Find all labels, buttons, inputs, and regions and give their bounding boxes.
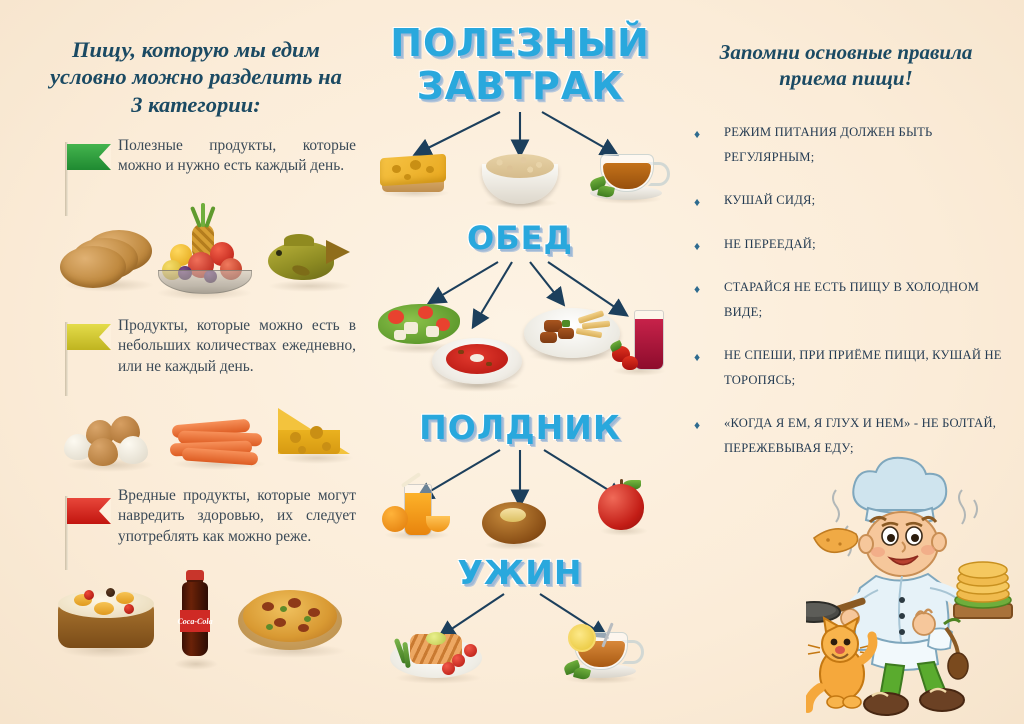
- borscht-soup-image: [432, 330, 524, 392]
- orange-juice-image: [382, 472, 454, 540]
- rule-text: СТАРАЙСЯ НЕ ЕСТЬ ПИЩУ В ХОЛОДНОМ ВИДЕ;: [724, 280, 980, 319]
- fish-image: [262, 232, 358, 292]
- cheese-wedge-image: [278, 404, 358, 466]
- rule-text: «КОГДА Я ЕМ, Я ГЛУХ И НЕМ» - НЕ БОЛТАЙ, …: [724, 416, 997, 455]
- cola-bottle-image: Coca-Cola: [172, 566, 220, 672]
- category-2-text: Продукты, которые можно есть в небольших…: [118, 317, 356, 375]
- bullet-diamond-icon: ♦: [694, 195, 701, 210]
- rule-text: НЕ ПЕРЕЕДАЙ;: [724, 236, 816, 251]
- rule-item: ♦ НЕ СПЕШИ, ПРИ ПРИЁМЕ ПИЩИ, КУШАЙ НЕ ТО…: [678, 343, 1018, 392]
- meal-title-lunch: ОБЕД: [467, 219, 573, 257]
- flag-pole: [65, 322, 68, 396]
- flag-pole: [65, 496, 68, 570]
- rule-item: ♦ СТАРАЙСЯ НЕ ЕСТЬ ПИЩУ В ХОЛОДНОМ ВИДЕ;: [678, 275, 1018, 324]
- middle-column: ПОЛЕЗНЫЙ ЗАВТРАК ОБЕД ПОЛДНИК УЖИН: [372, 0, 670, 724]
- flag-pole: [65, 142, 68, 216]
- left-heading: Пищу, которую мы едим условно можно разд…: [50, 37, 342, 117]
- chef-mascot-illustration: [806, 452, 1022, 720]
- rule-item: ♦ «КОГДА Я ЕМ, Я ГЛУХ И НЕМ» - НЕ БОЛТАЙ…: [678, 411, 1018, 460]
- bullet-diamond-icon: ♦: [694, 127, 701, 141]
- salad-image: [378, 296, 460, 354]
- flag-banner: [67, 144, 111, 170]
- cake-image: [58, 580, 154, 660]
- rule-text: НЕ СПЕШИ, ПРИ ПРИЁМЕ ПИЩИ, КУШАЙ НЕ ТОРО…: [724, 348, 1002, 387]
- flag-banner: [67, 498, 111, 524]
- rule-text: РЕЖИМ ПИТАНИЯ ДОЛЖЕН БЫТЬ РЕГУЛЯРНЫМ;: [724, 125, 933, 164]
- bullet-diamond-icon: ♦: [694, 282, 701, 297]
- sausages-image: [168, 416, 272, 470]
- lemon-tea-image: [560, 622, 646, 684]
- pizza-image: [238, 584, 350, 658]
- red-flag: [52, 492, 112, 570]
- green-flag: [52, 138, 112, 216]
- rule-text: КУШАЙ СИДЯ;: [724, 193, 816, 208]
- fruit-bowl-image: [148, 203, 258, 300]
- bread-loaves-image: [60, 228, 156, 294]
- meal-title-snack: ПОЛДНИК: [419, 408, 621, 447]
- eggs-image: [62, 412, 158, 472]
- bullet-diamond-icon: ♦: [694, 418, 701, 433]
- flag-banner: [67, 324, 111, 350]
- cheese-sandwich-image: [380, 150, 450, 198]
- meal-title-dinner: УЖИН: [457, 553, 583, 592]
- rule-item: ♦ РЕЖИМ ПИТАНИЯ ДОЛЖЕН БЫТЬ РЕГУЛЯРНЫМ;: [678, 120, 1018, 169]
- main-dish-image: [524, 302, 622, 362]
- apple-image: [598, 476, 654, 536]
- rule-item: ♦ КУШАЙ СИДЯ;: [678, 188, 1018, 213]
- yellow-flag: [52, 318, 112, 396]
- bullet-diamond-icon: ♦: [694, 350, 701, 365]
- grilled-fish-image: [390, 624, 486, 684]
- left-column: Пищу, которую мы едим условно можно разд…: [0, 0, 372, 724]
- category-1-text: Полезные продукты, которые можно и нужно…: [118, 137, 356, 175]
- tea-cup-image: [588, 144, 670, 204]
- berry-juice-image: [608, 306, 668, 378]
- bullet-diamond-icon: ♦: [694, 238, 701, 253]
- porridge-bowl-image: [482, 148, 560, 208]
- right-heading: Запомни основные правила приема пищи!: [719, 40, 973, 90]
- rules-list: ♦ РЕЖИМ ПИТАНИЯ ДОЛЖЕН БЫТЬ РЕГУЛЯРНЫМ; …: [678, 120, 1018, 479]
- meal-title-breakfast: ПОЛЕЗНЫЙ ЗАВТРАК: [390, 21, 650, 108]
- rule-item: ♦ НЕ ПЕРЕЕДАЙ;: [678, 232, 1018, 257]
- category-3-text: Вредные продукты, которые могут навредит…: [118, 487, 356, 545]
- right-column: Запомни основные правила приема пищи! ♦ …: [668, 0, 1024, 724]
- bun-image: [482, 496, 548, 552]
- cola-label: Coca-Cola: [177, 610, 213, 632]
